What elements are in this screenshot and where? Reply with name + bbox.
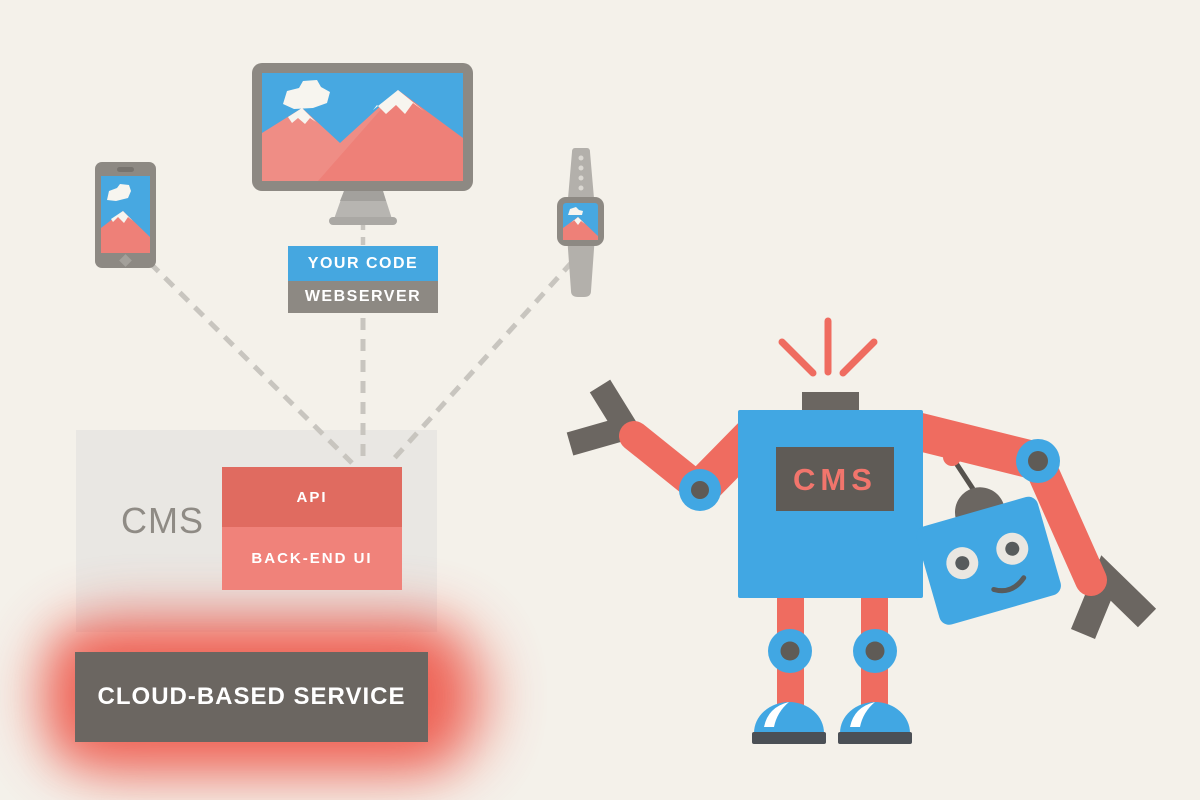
robot-illustration: CMS — [566, 317, 1157, 744]
spark-lines — [778, 317, 878, 377]
smartphone-icon — [95, 162, 156, 268]
monitor-base — [329, 217, 397, 225]
connector-phone-to-api — [148, 261, 354, 465]
connector-watch-to-api — [388, 260, 574, 465]
cloud-glyph — [568, 207, 583, 215]
right-foot — [840, 702, 910, 733]
robot-legs — [752, 595, 912, 744]
smartwatch-icon — [557, 148, 604, 297]
home-button — [119, 254, 132, 267]
backend-ui-label: BACK-END UI — [251, 550, 373, 567]
mountain-glyph — [262, 90, 463, 181]
smile — [991, 575, 1027, 594]
backend-ui-box: BACK-END UI — [222, 527, 402, 590]
api-box: API — [222, 467, 402, 527]
chest-label: CMS — [793, 462, 877, 497]
chest-panel — [776, 447, 894, 511]
dashed-connectors — [148, 222, 574, 465]
robot-head — [916, 487, 1061, 625]
cms-panel-title: CMS — [121, 500, 204, 541]
grip-dot — [943, 448, 961, 466]
your-code-box: YOUR CODE — [288, 246, 438, 281]
desktop-monitor-icon — [252, 63, 473, 225]
left-claw — [566, 379, 645, 456]
watch-band-bottom — [567, 235, 595, 297]
webserver-box: WEBSERVER — [288, 281, 438, 313]
robot-left-arm — [566, 379, 777, 511]
robot-right-arm — [897, 412, 1157, 639]
mountain-glyph — [563, 217, 598, 240]
antenna-dome — [955, 487, 1005, 520]
cloud-service-label: CLOUD-BASED SERVICE — [97, 683, 406, 710]
cloud-glyph — [107, 184, 131, 201]
robot-neck — [802, 392, 859, 412]
cloud-service-box: CLOUD-BASED SERVICE — [75, 652, 428, 742]
your-code-label: YOUR CODE — [307, 254, 419, 272]
left-foot — [754, 702, 824, 733]
cloud-glyph — [283, 80, 330, 109]
webserver-label: WEBSERVER — [304, 288, 422, 305]
api-label: API — [296, 488, 328, 506]
